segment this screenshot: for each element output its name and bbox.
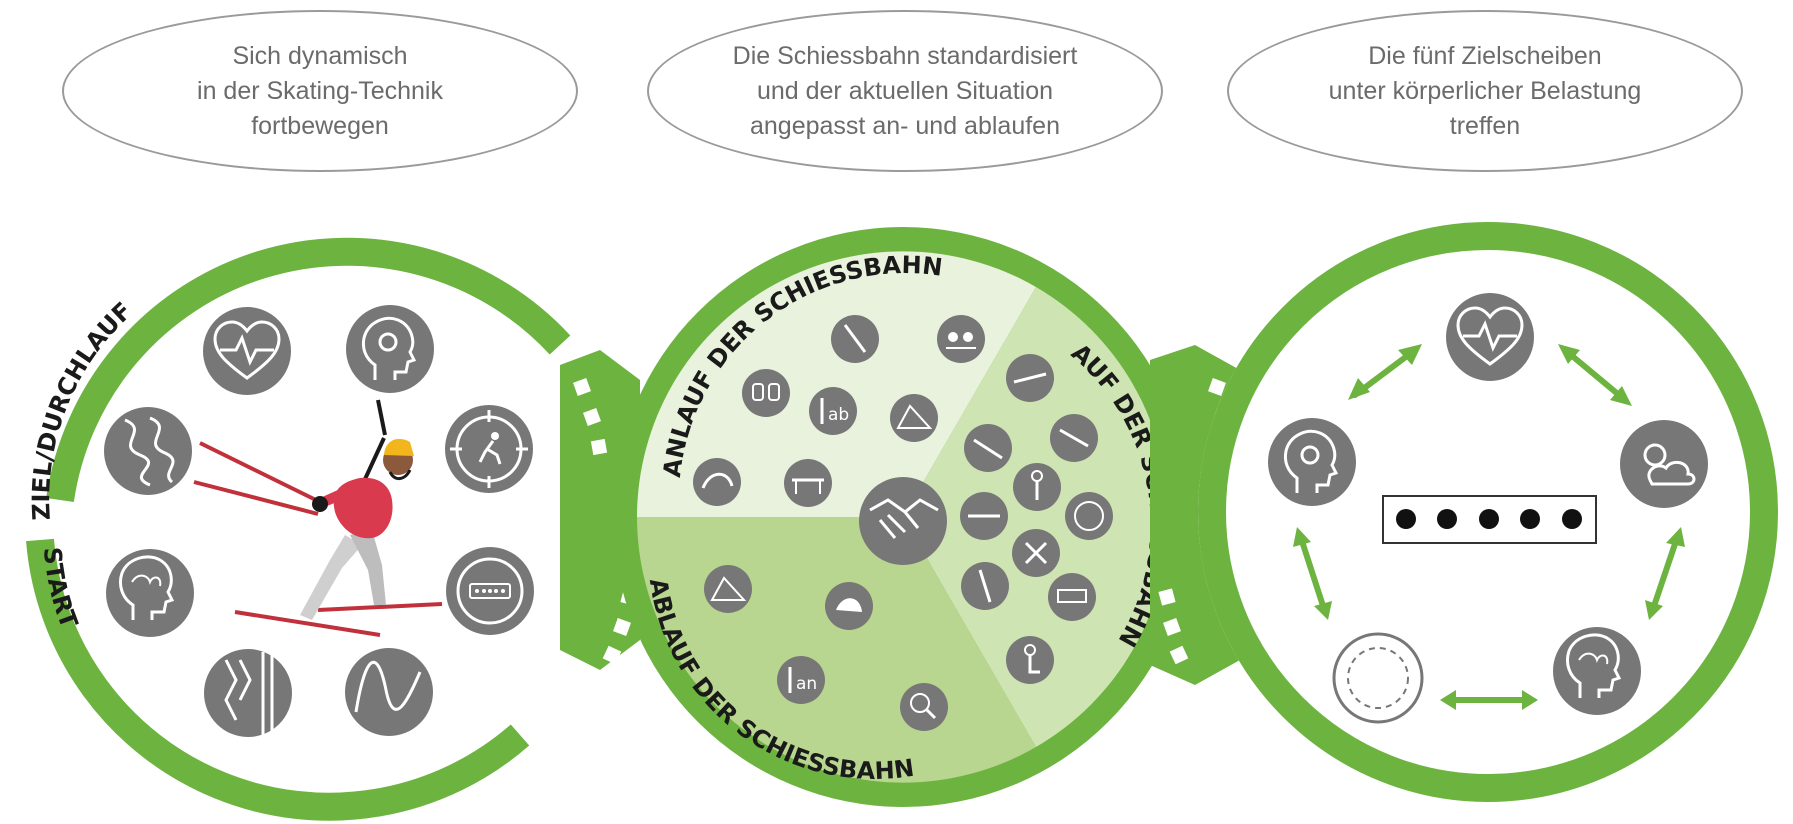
leg-front	[350, 530, 386, 605]
heart-rate-icon	[203, 307, 291, 395]
head-gear-icon	[346, 305, 434, 393]
hair	[388, 469, 412, 480]
goal-2-line-3: angepasst an- und ablaufen	[750, 111, 1060, 140]
ski-pole-1	[199, 441, 323, 505]
handshake-icon	[859, 477, 947, 565]
target-dot-4	[1520, 509, 1540, 529]
target-disc-icon	[1332, 632, 1424, 724]
target-scope-icon	[446, 547, 534, 635]
svg-text:ab: ab	[828, 405, 849, 425]
skating-skier	[193, 399, 443, 637]
goal-3-line-2: unter körperlicher Belastung	[1328, 76, 1642, 105]
rifle-upright-icon	[961, 562, 1009, 610]
weather-icon	[1620, 420, 1708, 508]
target-gauge-icon	[1065, 492, 1113, 540]
ski-tracks-icon	[204, 649, 292, 737]
ski-pole-top	[376, 399, 387, 436]
label-an-icon: an	[777, 656, 825, 704]
ski-pole-2	[193, 480, 319, 516]
goal-text-1: Sich dynamisch in der Skating-Technik fo…	[197, 39, 443, 144]
rifle-case-icon	[1048, 573, 1096, 621]
arrow-disc-head	[1293, 527, 1332, 620]
goal-2-line-1: Die Schiessbahn standardisiert	[732, 41, 1078, 70]
brain-icon	[106, 549, 194, 637]
shooting-mat-icon	[890, 394, 938, 442]
shooter-standing-icon	[1013, 463, 1061, 511]
start-marker	[30, 515, 60, 535]
target-dot-1	[1396, 509, 1416, 529]
sector-auf	[903, 287, 1169, 747]
shooter-kneel-icon	[1006, 636, 1054, 684]
label-ab-icon: ab	[809, 387, 857, 435]
goal-text-3: Die fünf Zielscheiben unter körperlicher…	[1329, 39, 1642, 144]
goal-3-line-3: treffen	[1449, 111, 1521, 140]
arrows	[1293, 344, 1685, 710]
arrow-brain-disc	[1440, 690, 1538, 710]
rifle-shoulder-icon	[964, 424, 1012, 472]
binoculars-icon	[742, 369, 790, 417]
goal-text-2: Die Schiessbahn standardisiert und der a…	[733, 39, 1078, 144]
target-strip	[1382, 495, 1597, 544]
ring-arc-bottom	[26, 538, 530, 821]
circle-zielscheiben-ring	[1198, 222, 1778, 802]
ski-2	[317, 602, 443, 612]
target-dot-3	[1479, 509, 1499, 529]
target-dot-5	[1562, 509, 1582, 529]
hat	[384, 438, 414, 456]
goal-2-line-2: und der aktuellen Situation	[756, 76, 1054, 105]
terrain-track-icon	[104, 407, 192, 495]
goal-3-line-1: Die fünf Zielscheiben	[1368, 41, 1602, 70]
rifle-hand-icon	[1050, 414, 1098, 462]
wave-profile-icon	[345, 648, 433, 736]
face-eyes-icon	[937, 315, 985, 363]
arm	[320, 480, 362, 508]
circle-schiessbahn: ANLAUF DER SCHIESSBAHN AUF DER SCHIESSBA…	[613, 227, 1193, 807]
connector-left-middle	[560, 350, 640, 670]
mat-exit-icon	[704, 565, 752, 613]
goal-oval-3: Die fünf Zielscheiben unter körperlicher…	[1227, 10, 1743, 172]
target-dot-2	[1437, 509, 1457, 529]
ski-pole-icon	[831, 315, 879, 363]
dog-icon	[693, 458, 741, 506]
heart-rate-icon	[1446, 293, 1534, 381]
leg-back	[300, 535, 362, 620]
circle-zielscheiben	[1198, 222, 1778, 802]
goal-1-line-2: in der Skating-Technik	[197, 76, 443, 105]
bed-rifle-icon	[960, 492, 1008, 540]
goal-1-line-1: Sich dynamisch	[232, 41, 408, 70]
svg-text:an: an	[796, 674, 817, 694]
head-gear-icon	[1268, 418, 1356, 506]
goal-oval-1: Sich dynamisch in der Skating-Technik fo…	[62, 10, 578, 172]
brain-icon	[1553, 627, 1641, 715]
arrow-weather-brain	[1645, 527, 1685, 620]
goal-1-line-3: fortbewegen	[251, 111, 389, 140]
rifle-rack-icon	[784, 459, 832, 507]
arrow-heart-weather	[1558, 344, 1632, 406]
rifle-prone-icon	[1006, 354, 1054, 402]
goal-oval-2: Die Schiessbahn standardisiert und der a…	[647, 10, 1163, 172]
circle-skating: ZIEL/DURCHLAUF START	[26, 222, 608, 821]
glove	[312, 496, 328, 512]
magnifier-icon	[900, 683, 948, 731]
ski-glove-icon	[825, 582, 873, 630]
arrow-heart-head	[1348, 344, 1422, 400]
target-miss-icon	[1012, 529, 1060, 577]
skier-target-icon	[445, 405, 533, 493]
ring-arc-top	[46, 237, 571, 503]
sector-anlauf	[637, 251, 1036, 517]
ski-1	[234, 610, 381, 637]
